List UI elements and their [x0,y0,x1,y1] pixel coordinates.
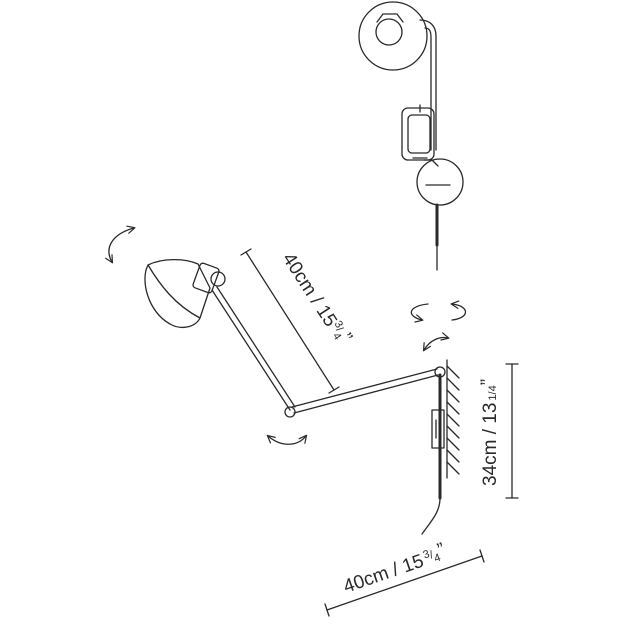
dimension-arm-length [240,248,340,394]
dimension-arm-length-tick-start [240,248,252,256]
dimension-height [505,363,519,499]
side-view-upper-arm-b [216,286,296,408]
side-view-lamp [144,258,460,535]
front-view-shade-rim [376,13,404,23]
front-view-joint-inner [407,114,431,154]
rotate-arrow-icon [105,225,136,264]
front-view-joint [401,107,435,161]
front-view-lamp [358,1,464,271]
rotate-arrow-icon [422,332,450,352]
wall-hatching [446,365,460,475]
front-view-shade [358,1,428,71]
dimension-reach-line [326,555,483,611]
side-view-lower-arm-b [293,374,439,414]
dimension-reach [324,549,485,617]
side-view-socket [192,262,220,294]
dimension-reach-tick-start [324,603,330,617]
side-view-cable [421,497,441,535]
dimension-arm-length-tick-end [328,386,340,394]
dimension-height-label: 34cm / 131/4” [478,379,501,486]
dimension-reach-tick-end [479,549,485,563]
front-view-arm-outer [419,19,437,151]
dimension-reach-label: 40cm / 153/4” [339,539,448,597]
side-view-lower-arm-a [291,368,438,408]
swivel-arrow-icon [410,300,467,323]
side-view-elbow-joint [284,406,296,418]
dimension-arm-length-line [245,251,335,391]
rotate-arrow-icon [266,434,308,445]
front-view-ball-mount [416,158,464,206]
side-view-socket-knob [210,271,226,287]
dimension-arm-length-label: 40cm / 153/4” [278,247,356,349]
front-view-bulb [375,18,403,46]
side-view-shade [144,258,211,329]
side-view-upper-arm-a [211,289,291,411]
side-view-wall-bracket [431,409,445,449]
side-view-shade-inner [147,264,201,319]
front-view-arm-inner [424,27,432,151]
